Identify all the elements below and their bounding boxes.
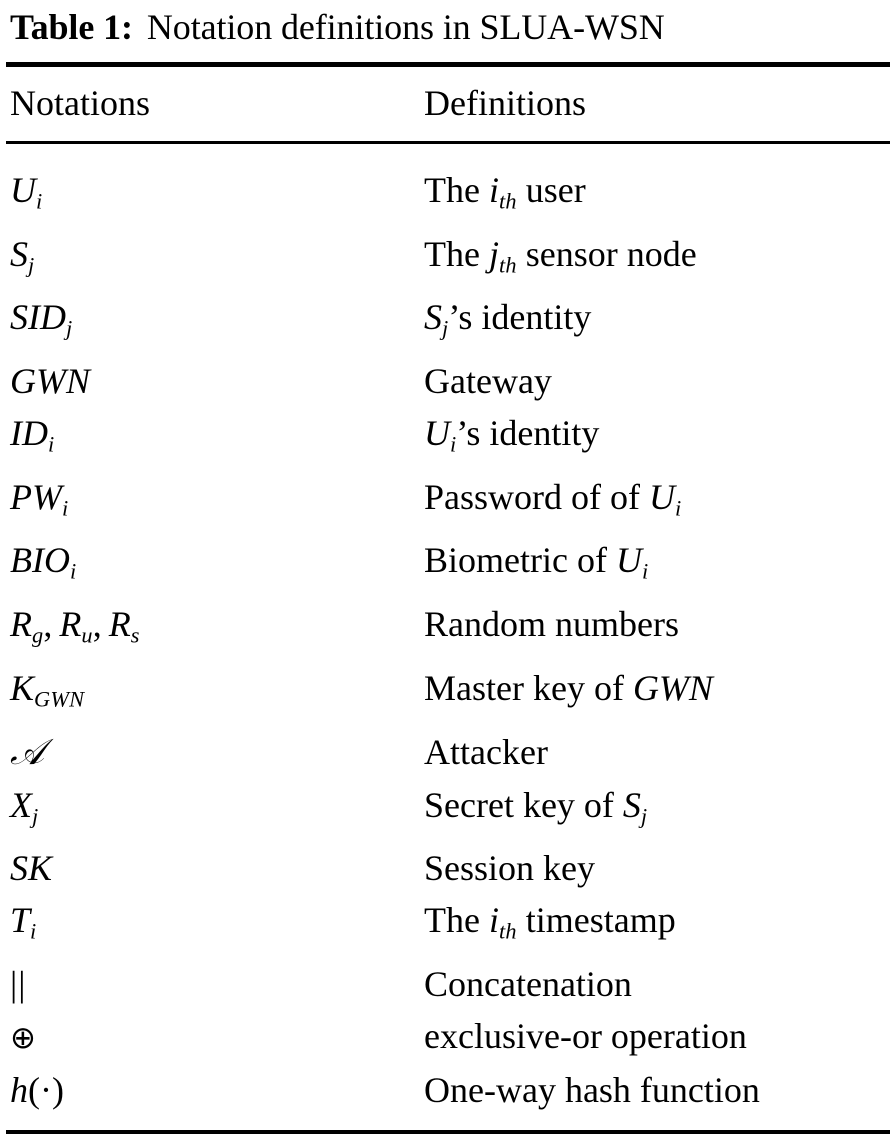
notation-table-body: Ui The ith user Sj The jth sensor node S… <box>6 144 890 1130</box>
cell-notation: GWN <box>10 361 90 402</box>
circled-plus-icon: ⊕ <box>10 1019 36 1056</box>
table-row: SK Session key <box>6 842 890 894</box>
table-row: ⊕ exclusive-or operation <box>6 1010 890 1064</box>
cell-notation: Sj <box>10 233 35 278</box>
cell-notation: KGWN <box>10 667 85 712</box>
cell-notation: || <box>6 958 420 1010</box>
cell-definition: Sj’s identity <box>424 297 592 342</box>
middle-dot-symbol: · <box>40 1069 52 1110</box>
cell-definition: The ith user <box>424 170 586 214</box>
cell-definition: Session key <box>424 848 595 889</box>
cell-definition: The ith timestamp <box>424 900 676 944</box>
table-top-rule <box>6 62 890 67</box>
cell-notation: SK <box>10 848 53 889</box>
cell-definition: Secret key of Sj <box>424 784 648 829</box>
table-row: 𝒜 Attacker <box>6 726 890 779</box>
cell-notation: IDi <box>10 413 55 457</box>
script-a-symbol: 𝒜 <box>10 731 45 773</box>
table-header-rule <box>6 141 890 144</box>
cell-notation: Rg,Ru,Rs <box>10 604 140 648</box>
table-row: KGWN Master key of GWN <box>6 662 890 726</box>
table-row: Rg,Ru,Rs Random numbers <box>6 598 890 662</box>
cell-notation: h(·) <box>10 1069 64 1110</box>
table-header: Notations Definitions <box>6 67 890 141</box>
column-header-definitions: Definitions <box>424 83 586 123</box>
table-row: IDi Ui’s identity <box>6 407 890 471</box>
cell-notation: PWi <box>10 476 69 521</box>
column-header-notations: Notations <box>10 83 150 123</box>
caption-label: Table 1: <box>10 7 133 47</box>
double-bar-symbol: || <box>10 963 27 1004</box>
table-page: Table 1: Notation definitions in SLUA-WSN… <box>6 0 890 1134</box>
table-row: PWi Password of of Ui <box>6 471 890 535</box>
cell-definition: Random numbers <box>424 604 679 645</box>
cell-notation: 𝒜 <box>6 726 420 779</box>
cell-notation: Xj <box>10 784 39 829</box>
header-row: Notations Definitions <box>6 67 890 141</box>
table-row: h(·) One-way hash function <box>6 1064 890 1130</box>
cell-definition: Attacker <box>424 731 548 772</box>
cell-definition: The jth sensor node <box>424 233 697 278</box>
cell-notation: Ti <box>10 900 37 944</box>
table-row: BIOi Biometric of Ui <box>6 534 890 598</box>
caption-text: Notation definitions in SLUA-WSN <box>146 7 665 47</box>
cell-definition: Password of of Ui <box>424 476 682 521</box>
cell-definition: Concatenation <box>424 963 632 1004</box>
table-row: Sj The jth sensor node <box>6 228 890 292</box>
table-caption: Table 1: Notation definitions in SLUA-WSN <box>6 0 890 62</box>
table-row: || Concatenation <box>6 958 890 1010</box>
cell-definition: exclusive-or operation <box>424 1015 747 1056</box>
table-row: Ti The ith timestamp <box>6 894 890 958</box>
cell-definition: Biometric of Ui <box>424 540 649 585</box>
table-row: Xj Secret key of Sj <box>6 779 890 843</box>
table-row: SIDj Sj’s identity <box>6 291 890 355</box>
cell-definition: Ui’s identity <box>424 413 600 457</box>
cell-notation: BIOi <box>10 540 77 585</box>
cell-definition: Gateway <box>424 361 552 402</box>
notation-table: Notations Definitions <box>6 67 890 141</box>
table-row: GWN Gateway <box>6 355 890 407</box>
table-row: Ui The ith user <box>6 144 890 228</box>
cell-definition: One-way hash function <box>424 1069 760 1110</box>
cell-notation: SIDj <box>10 297 73 342</box>
table-bottom-rule <box>6 1129 890 1134</box>
cell-notation: Ui <box>10 170 43 214</box>
cell-definition: Master key of GWN <box>424 667 713 708</box>
cell-notation: ⊕ <box>6 1010 420 1064</box>
